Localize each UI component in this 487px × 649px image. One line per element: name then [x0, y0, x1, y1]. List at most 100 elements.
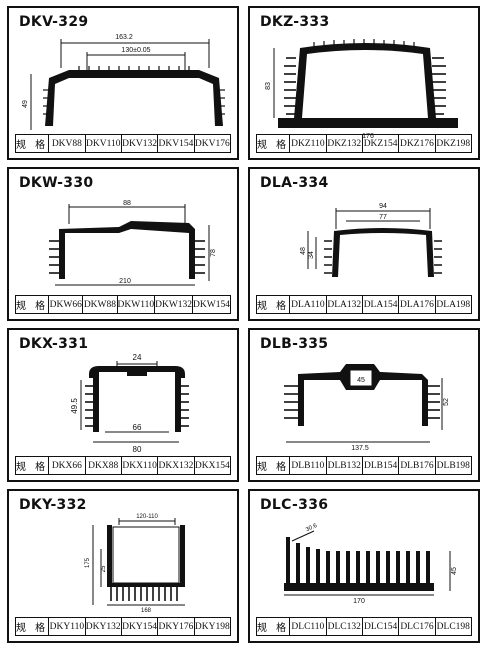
spec-size: DKW88: [82, 296, 116, 313]
spec-row: 规 格 DKY110 DKY132 DKY154 DKY176 DKY198: [15, 617, 231, 636]
spec-size: DKZ132: [325, 135, 362, 152]
spec-size: DLA176: [398, 296, 434, 313]
dim-inner: 77: [379, 214, 387, 221]
panel-title: DKV-329: [19, 14, 89, 30]
dim-width: 170: [353, 598, 365, 605]
spec-size: DLB198: [434, 457, 471, 474]
dim-top: 120-110: [136, 514, 158, 520]
spec-size: DKW110: [116, 296, 154, 313]
spec-row: 规 格 DKX66 DKX88 DKX110 DKX132 DKX154: [15, 456, 231, 475]
spec-size: DKZ154: [361, 135, 398, 152]
spec-size: DKV88: [48, 135, 84, 152]
profile-drawing: 24 49.5 66 80: [70, 353, 189, 454]
spec-label: 规 格: [257, 623, 290, 634]
spec-size: DKX154: [193, 457, 230, 474]
panel-title: DKY-332: [19, 497, 87, 513]
spec-size: DLC154: [361, 618, 398, 635]
panel-dky-332: DKY-332 120-110 175 25 168 规 格 DKY110 DK…: [7, 489, 239, 643]
spec-size: DLB110: [289, 457, 325, 474]
profile-drawing: 94 77 48 34: [300, 203, 442, 277]
spec-size: DKW154: [192, 296, 230, 313]
profile-drawing: 30.6 45 170: [284, 523, 458, 605]
panel-dlb-335: DLB-335 45 52 137.5 规 格 DLB110 DLB132 DL…: [248, 328, 480, 482]
dim-h2: 25: [101, 565, 107, 572]
spec-size: DKY198: [193, 618, 230, 635]
spec-size: DLC198: [434, 618, 471, 635]
spec-row: 规 格 DLC110 DLC132 DLC154 DLC176 DLC198: [256, 617, 472, 636]
spec-size: DLB176: [398, 457, 434, 474]
spec-label: 规 格: [257, 301, 290, 312]
dim-width: 168: [141, 608, 152, 614]
dim-h1: 175: [85, 557, 91, 568]
spec-label: 规 格: [257, 462, 290, 473]
dim-width: 80: [133, 445, 142, 454]
dim-center: 45: [357, 377, 365, 384]
panel-dla-334: DLA-334 94 77 48 34 规 格 DLA110 DLA132 DL…: [248, 167, 480, 321]
panel-title: DKZ-333: [260, 14, 330, 30]
spec-size: DKV154: [157, 135, 193, 152]
spec-row: 规 格 DKW66 DKW88 DKW110 DKW132 DKW154: [15, 295, 231, 314]
spec-size: DKX132: [157, 457, 193, 474]
dim-height: 45: [451, 567, 458, 575]
profile-drawing: 163.2 130±0.05 49: [22, 34, 225, 130]
spec-size: DLC110: [289, 618, 325, 635]
spec-size: DKV176: [193, 135, 230, 152]
dim-top: 88: [123, 200, 131, 207]
panel-dlc-336: DLC-336 30.6 45 170 规 格 DLC110 DLC132 DL…: [248, 489, 480, 643]
spec-label: 规 格: [16, 301, 49, 312]
dim-h1: 48: [300, 247, 307, 255]
dim-width: 210: [119, 278, 131, 285]
dim-outer: 94: [379, 203, 387, 210]
spec-size: DLB132: [325, 457, 362, 474]
spec-label: 规 格: [16, 462, 49, 473]
spec-size: DLA198: [434, 296, 471, 313]
spec-row: 规 格 DLB110 DLB132 DLB154 DLB176 DLB198: [256, 456, 472, 475]
spec-size: DKZ110: [289, 135, 325, 152]
panel-title: DLB-335: [260, 336, 329, 352]
dim-inner: 130±0.05: [121, 47, 150, 54]
spec-row: 规 格 DKZ110 DKZ132 DKZ154 DKZ176 DKZ198: [256, 134, 472, 153]
panel-dkv-329: DKV-329 163.2 130±0.05 49 规 格 DKV88 DKV1…: [7, 6, 239, 160]
spec-size: DKV132: [120, 135, 157, 152]
spec-size: DKY132: [84, 618, 121, 635]
dim-height: 52: [443, 398, 450, 406]
dim-height: 83: [265, 82, 272, 90]
dim-width: 137.5: [351, 445, 369, 452]
spec-size: DKX110: [120, 457, 157, 474]
panel-title: DLC-336: [260, 497, 329, 513]
profile-drawing: 120-110 175 25 168: [85, 514, 185, 614]
panel-title: DKW-330: [19, 175, 94, 191]
profile-drawing: 45 52 137.5: [284, 364, 450, 452]
spec-size: DLC176: [398, 618, 434, 635]
spec-size: DKY110: [48, 618, 84, 635]
panel-dkw-330: DKW-330 88 78 210 规 格 DKW66 DKW88 DKW110…: [7, 167, 239, 321]
spec-size: DKW66: [48, 296, 82, 313]
spec-size: DKW132: [154, 296, 192, 313]
spec-size: DLC132: [325, 618, 362, 635]
spec-size: DKX66: [48, 457, 84, 474]
dim-width: 176: [362, 133, 374, 140]
spec-label: 规 格: [16, 140, 49, 151]
spec-size: DKV110: [84, 135, 121, 152]
spec-size: DKZ198: [434, 135, 471, 152]
profile-drawing: 83 176: [265, 39, 458, 140]
dim-height: 49.5: [70, 398, 79, 414]
dim-height: 49: [22, 100, 29, 108]
panel-title: DKX-331: [19, 336, 89, 352]
spec-row: 规 格 DLA110 DLA132 DLA154 DLA176 DLA198: [256, 295, 472, 314]
spec-size: DLA154: [361, 296, 398, 313]
spec-label: 规 格: [16, 623, 49, 634]
profile-drawing: 88 78 210: [49, 200, 217, 286]
spec-size: DKX88: [84, 457, 121, 474]
dim-h2: 34: [308, 251, 315, 259]
spec-size: DLB154: [361, 457, 398, 474]
spec-size: DKZ176: [398, 135, 434, 152]
panel-dkx-331: DKX-331 24 49.5 66 80 规 格 DKX66 DKX88 DK…: [7, 328, 239, 482]
spec-size: DKY154: [120, 618, 157, 635]
panel-dkz-333: DKZ-333 83 176 规 格 DKZ110 DKZ132 DKZ154 …: [248, 6, 480, 160]
dim-overall: 163.2: [115, 34, 133, 41]
spec-size: DKY176: [157, 618, 193, 635]
dim-height: 78: [210, 249, 217, 257]
spec-row: 规 格 DKV88 DKV110 DKV132 DKV154 DKV176: [15, 134, 231, 153]
dim-inner: 66: [133, 423, 142, 432]
